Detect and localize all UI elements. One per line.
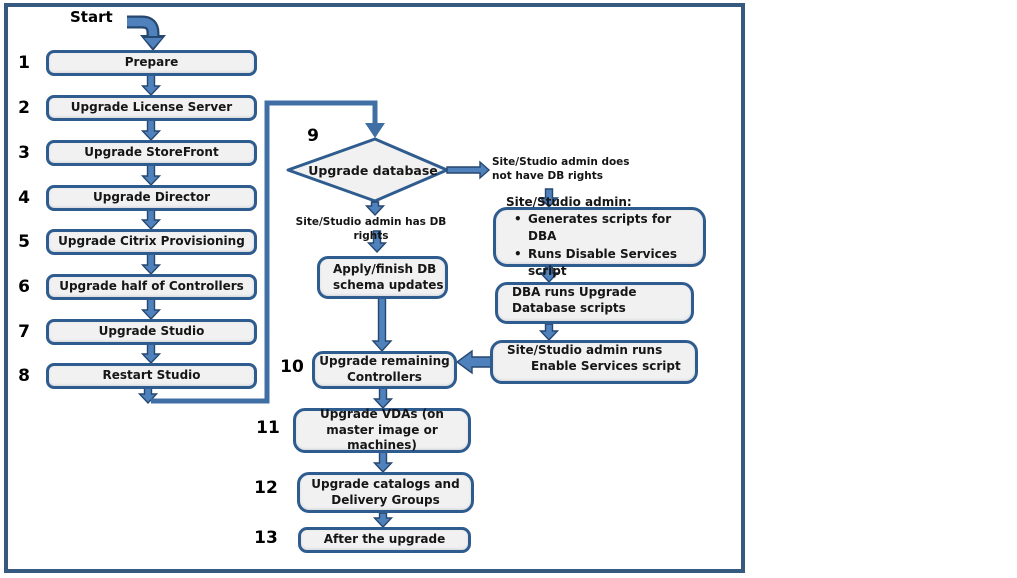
- connector-layer: [127, 15, 560, 529]
- admin-scripts-bullets: Generates scripts for DBA Runs Disable S…: [506, 211, 697, 281]
- arrow-11-12: [372, 451, 394, 474]
- step-2-number: 2: [18, 98, 30, 118]
- step-12-box: Upgrade catalogs and Delivery Groups: [297, 472, 474, 513]
- dba-line-1: DBA runs Upgrade: [512, 285, 637, 299]
- arrow-7-8: [140, 343, 162, 365]
- step-3-box: Upgrade StoreFront: [46, 140, 257, 166]
- flowchart-frame: [4, 3, 745, 573]
- admin-scripts-header: Site/Studio admin:: [506, 194, 632, 209]
- admin-scripts-box: Site/Studio admin: Generates scripts for…: [493, 195, 706, 278]
- step-2-box: Upgrade License Server: [46, 95, 257, 121]
- step-6-number: 6: [18, 277, 30, 297]
- no-rights-line-2: not have DB rights: [492, 170, 603, 183]
- branch-has-rights-label: Site/Studio admin has DB rights: [295, 216, 447, 243]
- step-13-number: 13: [254, 528, 278, 548]
- step-10-box: Upgrade remaining Controllers: [312, 351, 457, 389]
- loop-connector: [151, 100, 385, 404]
- bullet-item: Runs Disable Services script: [514, 246, 697, 281]
- decision-label: Upgrade database: [308, 163, 438, 178]
- step-4-number: 4: [18, 188, 30, 208]
- step-4-box: Upgrade Director: [46, 185, 257, 211]
- no-rights-line-1: Site/Studio admin does: [492, 156, 630, 168]
- enable-line-1: Site/Studio admin runs: [507, 343, 663, 357]
- arrow-haslabel-apply: [366, 230, 388, 254]
- step-1-box: Prepare: [46, 50, 257, 76]
- dba-upgrade-box: DBA runs Upgrade Database scripts: [495, 282, 694, 324]
- arrow-12-13: [372, 512, 394, 529]
- arrow-6-7: [140, 298, 162, 321]
- step-6-box: Upgrade half of Controllers: [46, 274, 257, 300]
- arrow-diamond-down: [364, 201, 386, 217]
- arrow-2-3: [140, 119, 162, 142]
- step-5-number: 5: [18, 232, 30, 252]
- step-1-number: 1: [18, 53, 30, 73]
- arrow-dba-enable: [538, 323, 560, 342]
- step-12-number: 12: [254, 478, 278, 498]
- arrow-5-6: [140, 253, 162, 276]
- step-10-number: 10: [280, 357, 304, 377]
- step-8-box: Restart Studio: [46, 363, 257, 389]
- arrow-norights-admin: [538, 188, 560, 209]
- left-column-arrows: [137, 74, 162, 405]
- arrow-4-5: [140, 209, 162, 231]
- step-9-number: 9: [307, 126, 319, 146]
- step-5-box: Upgrade Citrix Provisioning: [46, 229, 257, 255]
- step-3-number: 3: [18, 143, 30, 163]
- arrow-enable-10: [455, 349, 494, 375]
- arrow-diamond-right: [446, 160, 491, 180]
- enable-services-box: Site/Studio admin runs Enable Services s…: [490, 340, 698, 384]
- arrow-1-2: [140, 74, 162, 97]
- enable-line-2: Enable Services script: [531, 358, 681, 373]
- step-7-number: 7: [18, 322, 30, 342]
- arrow-3-4: [140, 164, 162, 187]
- start-arrow: [127, 15, 166, 51]
- step-11-box: Upgrade VDAs (on master image or machine…: [293, 407, 471, 453]
- step-11-number: 11: [256, 418, 280, 438]
- apply-schema-box: Apply/finish DB schema updates: [317, 256, 448, 299]
- dba-line-2: Database scripts: [512, 300, 626, 315]
- step-8-number: 8: [18, 366, 30, 386]
- branch-no-rights-label: Site/Studio admin does not have DB right…: [492, 155, 642, 183]
- start-label: Start: [70, 8, 113, 26]
- step-13-box: After the upgrade: [298, 527, 471, 553]
- arrow-10-11: [372, 387, 394, 410]
- bullet-item: Generates scripts for DBA: [514, 211, 697, 246]
- step-7-box: Upgrade Studio: [46, 319, 257, 345]
- arrow-apply-10: [371, 297, 393, 353]
